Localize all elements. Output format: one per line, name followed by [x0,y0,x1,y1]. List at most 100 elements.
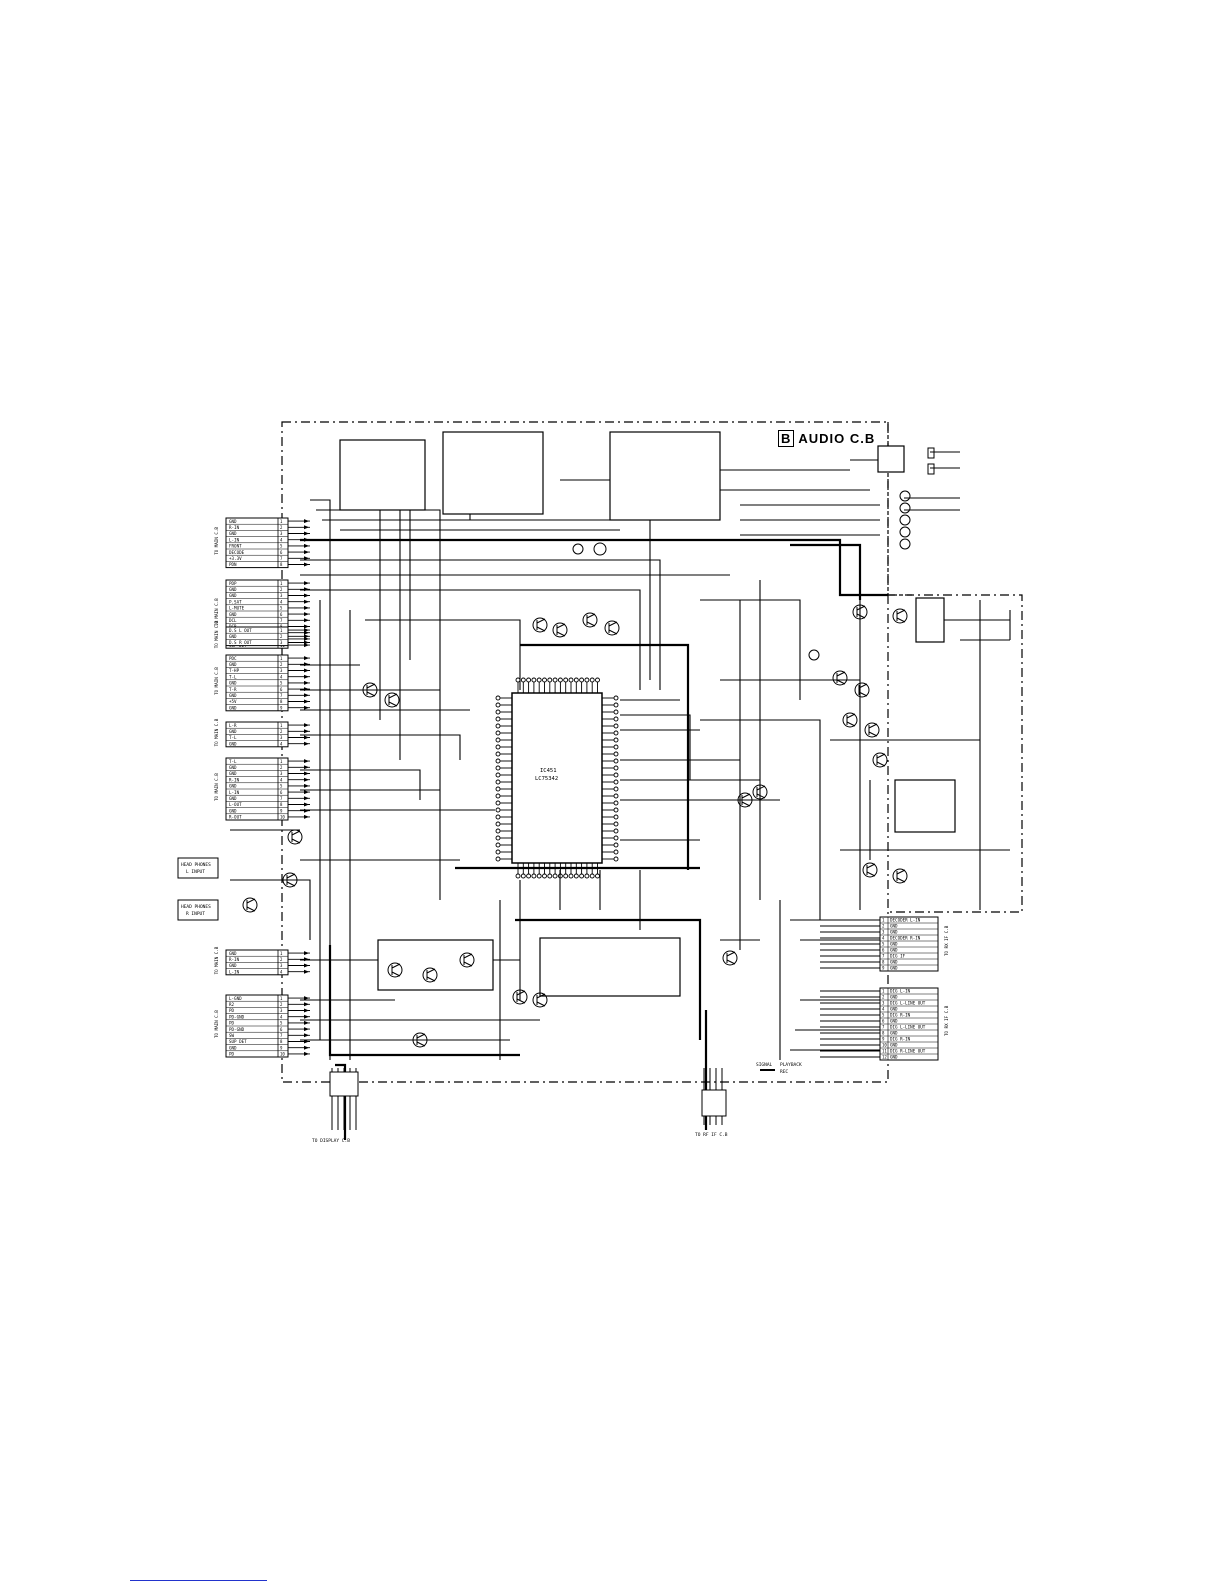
bottom-label-rf: TO RF IF C.B [695,1132,728,1138]
connector-pin-number: 9 [882,1037,885,1042]
connector-pin-number: 3 [280,735,283,740]
connector-pin-label: D.S R OUT [229,640,252,645]
connector-pin-label: T-L [229,674,237,679]
connector-pin-number: 2 [882,995,885,1000]
connector-pin-number: 6 [882,1019,885,1024]
connector-pin-number: 4 [280,969,283,974]
connector-pin-number: 5 [882,942,885,947]
connector-pin-number: 1 [280,723,283,728]
left-connector-label: TO MAIN C.B [214,718,219,746]
connector-pin-number: 10 [882,1043,887,1048]
left-connector-label: TO MAIN C.B [214,773,219,801]
connector-pin-label: GND [229,634,237,639]
left-connector-label: TO MAIN C.B [214,1010,219,1038]
connector-pin-number: 7 [280,796,283,801]
connector-pin-label: GND [890,1031,898,1036]
connector-pin-number: 6 [280,1027,283,1032]
connector-pin-number: 6 [280,612,283,617]
connector-pin-label: P.SAT [229,599,242,604]
connector-pin-number: 3 [280,963,283,968]
connector-pin-label: DIG R-IN [890,1013,911,1018]
bottom-label-display: TO DISPLAY C.B [312,1138,350,1144]
connector-pin-label: PD [229,1008,235,1013]
connector-pin-label: L-OUT [229,802,242,807]
connector-pin-number: 6 [882,948,885,953]
connector-pin-label: GND [229,593,237,598]
connector-pin-label: L-GND [229,996,242,1001]
connector-pin-number: 2 [280,525,283,530]
connector-pin-label: GND [229,765,237,770]
connector-pin-number: 3 [280,668,283,673]
connector-pin-number: 1 [882,918,885,923]
connector-pin-label: GND [890,960,898,965]
connector-pin-label: T-L [229,759,237,764]
connector-pin-label: GND [229,705,237,710]
connector-pin-number: 4 [882,936,885,941]
connector-pin-label: GND [229,681,237,686]
connector-pin-label: GND [229,963,237,968]
connector-pin-number: 10 [280,815,285,820]
connector-pin-number: 4 [280,741,283,746]
connector-pin-number: 7 [280,693,283,698]
connector-pin-number: 5 [280,544,283,549]
connector-pin-number: 2 [280,765,283,770]
footer-link-underline[interactable] [130,1580,267,1581]
connector-pin-label: PD-GND [229,1014,245,1019]
connector-pin-label: GND [229,519,237,524]
thick-wiring [300,538,888,1140]
svg-text:SIGNAL: SIGNAL [756,1062,773,1068]
connector-pin-label: L-MUTE [229,606,245,611]
connector-pin-number: 8 [280,562,283,567]
connector-pin-number: 9 [280,705,283,710]
connector-pin-label: GND [890,1007,898,1012]
connector-pin-label: L-R [229,723,237,728]
connector-pin-number: 9 [882,966,885,971]
connector-pin-label: GND [229,662,237,667]
connector-pin-label: DECODER R-IN [890,936,921,941]
connector-pin-number: 6 [280,550,283,555]
connector-pin-label: GND [890,930,898,935]
connector-pin-label: T-HP [229,668,240,673]
connector-pin-number: 8 [882,960,885,965]
main-ic-part: LC75342 [535,776,558,782]
board-outline [281,421,1023,1083]
connector-pin-number: 1 [280,519,283,524]
connector-pin-label: GND [890,1043,898,1048]
connector-pin-number: 10 [280,1052,285,1057]
connector-pin-label: R2 [229,1002,235,1007]
connector-pin-label: GND [229,693,237,698]
connector-pin-label: L-IN [229,790,240,795]
connector-pin-number: 2 [280,662,283,667]
connector-pin-number: 4 [280,674,283,679]
connector-pin-number: 7 [280,618,283,623]
connector-pin-number: 1 [280,759,283,764]
left-connector-label: TO MAIN C.B [214,667,219,695]
connector-pin-label: GND [229,1045,237,1050]
connector-pin-label: GND [229,587,237,592]
connector-pin-label: DIG IF [890,954,906,959]
connector-pin-label: DECODE [229,550,245,555]
connector-pin-number: 8 [280,699,283,704]
connector-pin-number: 1 [280,581,283,586]
connector-pin-label: SW [229,1033,235,1038]
connector-pin-number: 5 [280,784,283,789]
connector-pin-number: 8 [280,1039,283,1044]
connector-pin-label: T-R [229,687,237,692]
connector-pin-number: 1 [280,628,283,633]
connector-pin-number: 7 [882,1025,885,1030]
connector-pin-number: 12 [882,1055,887,1060]
connector-pin-number: 3 [280,771,283,776]
connector-pin-label: D.S L OUT [229,628,252,633]
connector-pin-number: 5 [280,606,283,611]
connector-pin-number: 4 [280,537,283,542]
connector-pin-label: PDP [229,581,237,586]
connector-pin-number: 9 [280,808,283,813]
connector-pin-number: 6 [280,790,283,795]
connector-pin-label: PD [229,1052,235,1057]
connector-pin-label: GND [229,741,237,746]
connector-pin-label: GND [229,784,237,789]
connector-pin-number: 4 [280,1014,283,1019]
